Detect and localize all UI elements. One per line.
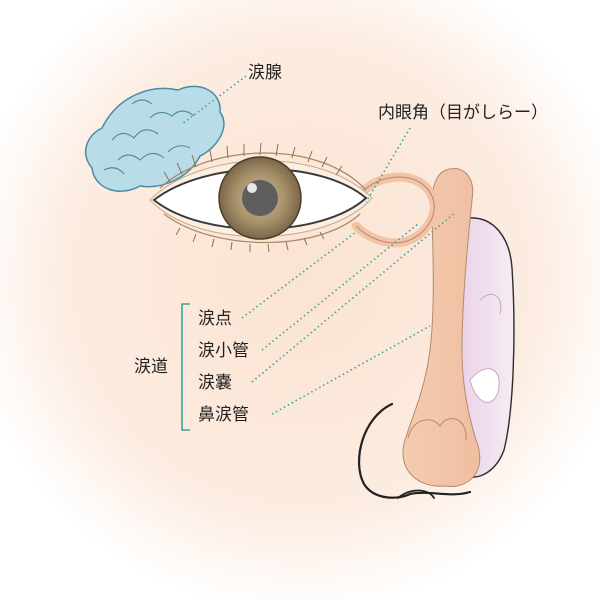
leader-lines [181, 75, 457, 415]
pupil [242, 180, 278, 216]
lacrimal-passage-bracket [181, 303, 190, 431]
leader-punctum [241, 231, 357, 319]
leader-inner-canthus [365, 127, 411, 203]
label-nasolacrimal-duct: 鼻涙管 [198, 404, 249, 425]
eye-highlight [247, 183, 257, 193]
label-lacrimal-gland: 涙腺 [248, 62, 282, 83]
lacrimal-gland [84, 85, 225, 192]
label-canaliculus: 涙小管 [198, 340, 249, 361]
eye [149, 152, 373, 243]
nose-outline [357, 402, 472, 499]
leader-nasolacrimal-duct [271, 325, 431, 415]
label-punctum: 涙点 [198, 308, 232, 329]
label-sac: 涙嚢 [198, 372, 232, 393]
leader-sac [251, 211, 457, 383]
lacrimal-canaliculus [351, 172, 439, 248]
leader-canaliculus [261, 223, 419, 351]
lacrimal-sac-and-duct [402, 168, 481, 487]
label-inner-canthus: 内眼角（目がしらー） [378, 103, 548, 123]
eyelashes [163, 142, 343, 253]
label-lacrimal-passage: 涙道 [134, 356, 168, 377]
